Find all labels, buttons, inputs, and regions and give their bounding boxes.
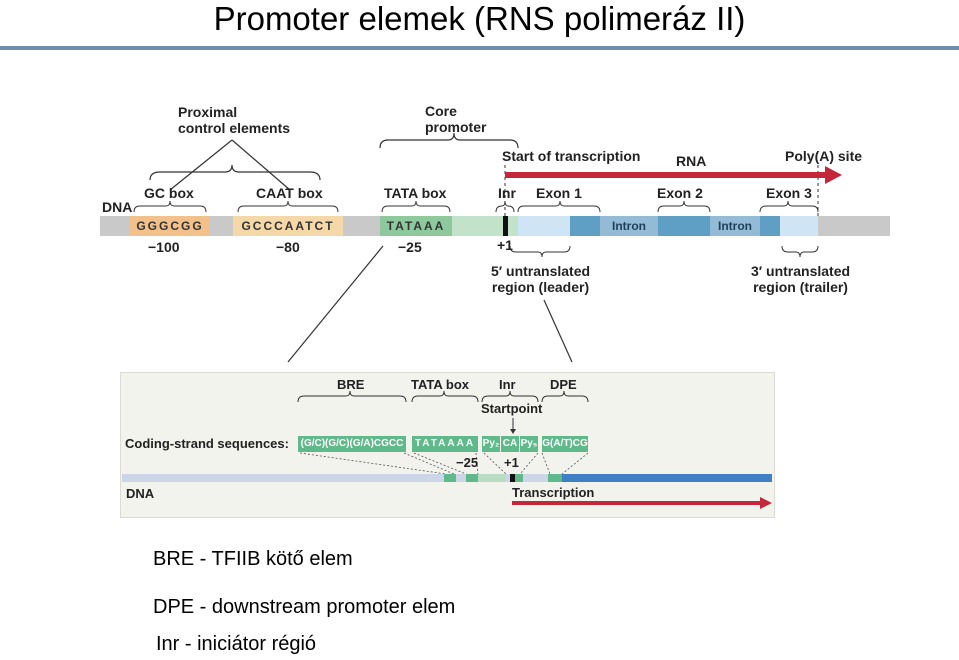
position-minus25: −25 (398, 239, 422, 255)
inr-brace-2 (481, 390, 539, 403)
title-underline (0, 46, 959, 50)
dna-label: DNA (102, 199, 133, 215)
tata-box-sequence: TATAAA (386, 219, 446, 233)
start-of-transcription-label: Start of transcription (502, 148, 641, 164)
intron2-region (710, 216, 760, 236)
core-light-mark (478, 474, 506, 482)
dpe-sequence-box: G(A/T)CG (542, 436, 588, 452)
inr-brace (495, 200, 515, 213)
bre-sequence-box: (G/C)(G/C)(G/A)CGCC (298, 436, 406, 452)
exon1-dark (570, 216, 600, 236)
core-promoter-label: Core promoter (425, 103, 487, 135)
proximal-brace (149, 164, 321, 181)
intron2-label: Intron (718, 219, 752, 233)
intron1-region (600, 216, 658, 236)
exon1-light (518, 216, 570, 236)
utr3-brace (781, 245, 819, 258)
tata-sequence-box: TATAAAA (412, 436, 478, 452)
exon3-brace (759, 200, 819, 213)
tata-box-brace (381, 200, 451, 213)
position-minus25-2: −25 (456, 455, 479, 470)
tata-box-region (380, 216, 452, 236)
transcription-arrow-shaft (512, 501, 762, 505)
polya-site-label: Poly(A) site (785, 148, 863, 164)
dpe-label: DPE (550, 377, 577, 392)
gc-box-sequence: GGGCGG (136, 219, 204, 233)
core-brace (379, 132, 519, 149)
inr-right-mark (515, 474, 523, 482)
utr5-brace (509, 245, 571, 258)
startpoint-label: Startpoint (481, 401, 543, 416)
bre-mark (444, 474, 456, 482)
position-minus80: −80 (276, 239, 300, 255)
inr-sequence-box-left: Py₂ (482, 436, 500, 452)
bre-brace (297, 390, 407, 403)
note-inr: Inr - iniciátor régió (156, 633, 317, 655)
coding-strand-label: Coding-strand sequences: (125, 436, 289, 451)
transcription-arrow-head (760, 497, 772, 509)
rna-arrow-shaft (505, 172, 827, 178)
utr3-label: 3′ untranslated region (trailer) (751, 263, 851, 295)
inr-mark (503, 216, 508, 236)
dpe-mark (548, 474, 562, 482)
position-minus100: −100 (148, 239, 180, 255)
caat-box-label: CAAT box (256, 185, 323, 201)
position-plus1: +1 (497, 237, 513, 253)
dna-bar-2-blue (560, 474, 772, 482)
zoom-line-right (543, 299, 573, 363)
proximal-line-right (231, 139, 291, 191)
exon3-light (780, 216, 818, 236)
exon2-label: Exon 2 (657, 185, 703, 201)
dpe-brace (541, 390, 589, 403)
caat-box-sequence: GCCCAATCT (241, 219, 335, 233)
transcription-label: Transcription (512, 485, 595, 500)
dna-label-2: DNA (126, 486, 155, 501)
gc-box-brace (133, 200, 207, 213)
inr-sequence-box-right: Py₅ (520, 436, 538, 452)
proximal-control-label: Proximal control elements (178, 104, 291, 136)
exon3-label: Exon 3 (766, 185, 812, 201)
rna-arrow-head (825, 166, 842, 184)
tata-box-label-2: TATA box (411, 377, 470, 392)
inr-label: Inr (498, 185, 516, 201)
note-dpe: DPE - downstream promoter elem (153, 596, 456, 618)
exon2-brace (657, 200, 711, 213)
bre-label: BRE (337, 377, 365, 392)
exon3-dark (760, 216, 780, 236)
tata-box-label: TATA box (384, 185, 447, 201)
startpoint-arrow-head (510, 429, 516, 434)
tata-mark (466, 474, 478, 482)
tata-brace-2 (411, 390, 479, 403)
note-bre: BRE - TFIIB kötő elem (153, 548, 353, 570)
exon1-label: Exon 1 (536, 185, 582, 201)
caat-box-region (233, 216, 343, 236)
utr5-label: 5′ untranslated region (leader) (491, 263, 591, 295)
startpoint-mark (510, 474, 515, 482)
caat-box-brace (237, 200, 339, 213)
intron1-label: Intron (612, 219, 646, 233)
inr-sequence-box-center: CA (501, 436, 519, 452)
position-plus1-2: +1 (504, 455, 519, 470)
inr-label-2: Inr (499, 377, 516, 392)
proximal-line-left (169, 139, 233, 191)
gc-box-label: GC box (144, 185, 194, 201)
rna-label: RNA (676, 153, 707, 169)
exon1-brace (517, 200, 601, 213)
gc-box-region (130, 216, 210, 236)
zoom-line-left (287, 245, 384, 363)
core-green-region (452, 216, 518, 236)
slide-title: Promoter elemek (RNS polimeráz II) (213, 0, 746, 37)
exon2-region (658, 216, 710, 236)
